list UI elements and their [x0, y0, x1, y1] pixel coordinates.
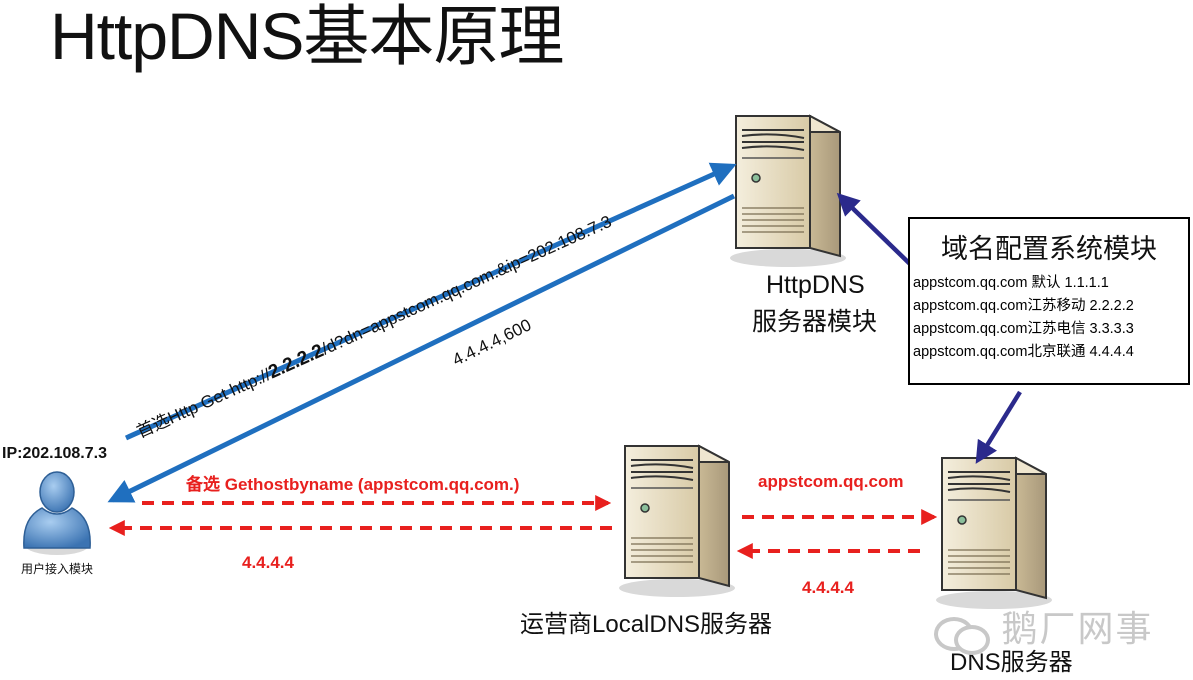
http-response-label: 4.4.4.4,600 [449, 315, 534, 369]
dns-query-label: appstcom.qq.com [758, 472, 904, 491]
watermark: 鹅厂网事 [932, 600, 1153, 655]
http-request-label: 首选Http Get http://2.2.2.2/d?dn=appstcom.… [133, 211, 614, 443]
httpdns-label-line2: 服务器模块 [752, 308, 878, 336]
http-request-arrow [124, 162, 737, 441]
user-ip-label: IP:202.108.7.3 [2, 445, 107, 462]
localdns-label: 运营商LocalDNS服务器 [520, 611, 773, 638]
fallback-response-label: 4.4.4.4 [242, 553, 294, 572]
localdns-server-icon [618, 445, 736, 598]
config-row: appstcom.qq.com 默认 1.1.1.1 [913, 275, 1109, 291]
httpdns-server-icon [729, 115, 847, 268]
config-row: appstcom.qq.com江苏移动 2.2.2.2 [913, 298, 1134, 314]
dns-response-label: 4.4.4.4 [802, 578, 854, 597]
config-box-title: 域名配置系统模块 [941, 234, 1157, 264]
fallback-request-label: 备选 Gethostbyname (appstcom.qq.com.) [186, 475, 520, 494]
config-to-httpdns-arrow [836, 192, 912, 266]
config-row: appstcom.qq.com江苏电信 3.3.3.3 [913, 321, 1134, 337]
domain-config-box: 域名配置系统模块 appstcom.qq.com 默认 1.1.1.1 apps… [908, 217, 1190, 385]
http-response-arrow [107, 193, 736, 503]
dns-server-icon [935, 457, 1053, 610]
config-to-dns-arrow [975, 390, 1022, 464]
user-module-label: 用户接入模块 [21, 562, 94, 576]
user-icon [23, 471, 91, 555]
config-row: appstcom.qq.com北京联通 4.4.4.4 [913, 344, 1134, 360]
page-title: HttpDNS基本原理 [50, 0, 564, 73]
httpdns-label-line1: HttpDNS [766, 271, 865, 299]
wechat-icon [932, 613, 990, 655]
